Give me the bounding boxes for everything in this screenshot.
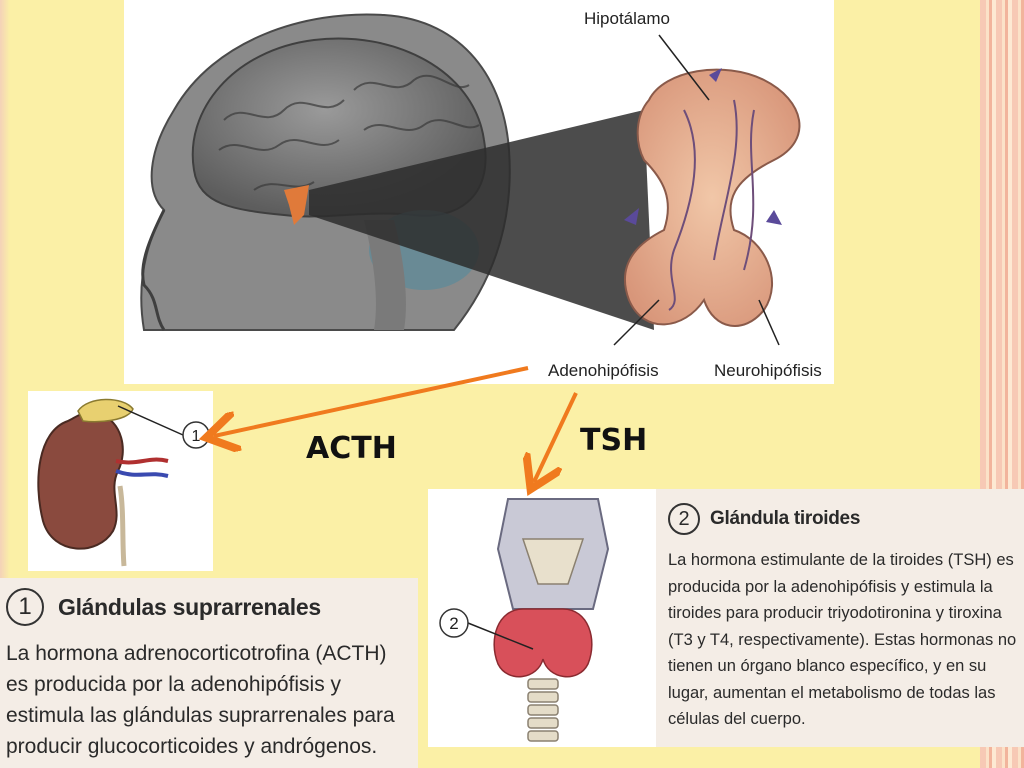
thyroid-info-box: 2 Glándula tiroides La hormona estimulan… xyxy=(656,489,1024,747)
brainstem xyxy=(364,220,406,330)
projection-cone xyxy=(309,110,654,330)
brain-pituitary-illustration: Hipotálamo Adenohipófisis Neurohipófisis xyxy=(124,0,834,384)
adrenal-heading-number: 1 xyxy=(6,588,44,626)
acth-arrow xyxy=(214,366,529,436)
adrenal-gland xyxy=(77,398,134,423)
pituitary-enlargement xyxy=(623,68,801,327)
thyroid-body: La hormona estimulante de la tiroides (T… xyxy=(668,551,1017,728)
thyroid-leader-line xyxy=(467,622,534,650)
neurohypophysis-leader-line xyxy=(758,299,780,346)
adrenal-title: Glándulas suprarrenales xyxy=(58,593,321,620)
thyroid-cartilage xyxy=(521,538,585,585)
adrenal-body: La hormona adrenocorticotrofina (ACTH) e… xyxy=(6,642,395,758)
neurohypophysis-label: Neurohipófisis xyxy=(714,361,822,380)
trachea-rings xyxy=(527,678,559,742)
pituitary-vessels xyxy=(668,99,755,311)
thyroid-gland xyxy=(493,608,593,678)
tsh-label: TSH xyxy=(580,423,648,458)
hormone-release-arrows xyxy=(624,68,782,225)
thyroid-marker-number: 2 xyxy=(449,614,458,633)
tsh-arrow xyxy=(534,392,578,482)
adrenal-heading: 1 Glándulas suprarrenales xyxy=(6,588,321,626)
adenohypophysis-label: Adenohipófisis xyxy=(548,361,659,380)
adrenal-kidney-illustration: 1 xyxy=(28,391,213,571)
adrenal-info-box: 1 Glándulas suprarrenales La hormona adr… xyxy=(0,578,418,768)
thyroid-illustration: 2 xyxy=(428,489,656,747)
acth-label: ACTH xyxy=(306,431,397,466)
adrenal-marker-number: 1 xyxy=(192,428,201,445)
hypothalamus-label: Hipotálamo xyxy=(584,9,670,28)
pituitary-in-brain xyxy=(284,185,309,225)
thyroid-title: Glándula tiroides xyxy=(710,508,861,529)
adrenal-leader-line xyxy=(117,405,184,436)
thyroid-heading-number: 2 xyxy=(668,503,700,535)
thyroid-heading: 2 Glándula tiroides xyxy=(668,503,860,535)
left-edge-decoration xyxy=(0,0,10,768)
brain-gyri xyxy=(218,74,480,191)
face-profile xyxy=(141,209,166,331)
hypothalamus-leader-line xyxy=(658,34,710,101)
thyroid-marker-circle xyxy=(439,608,469,638)
renal-vessels xyxy=(115,457,169,567)
thyroid-svg: 2 xyxy=(439,498,610,742)
kidney-svg: 1 xyxy=(37,398,210,567)
brain-svg: Hipotálamo Adenohipófisis Neurohipófisis xyxy=(140,9,822,380)
adenohypophysis-leader-line xyxy=(613,299,660,346)
